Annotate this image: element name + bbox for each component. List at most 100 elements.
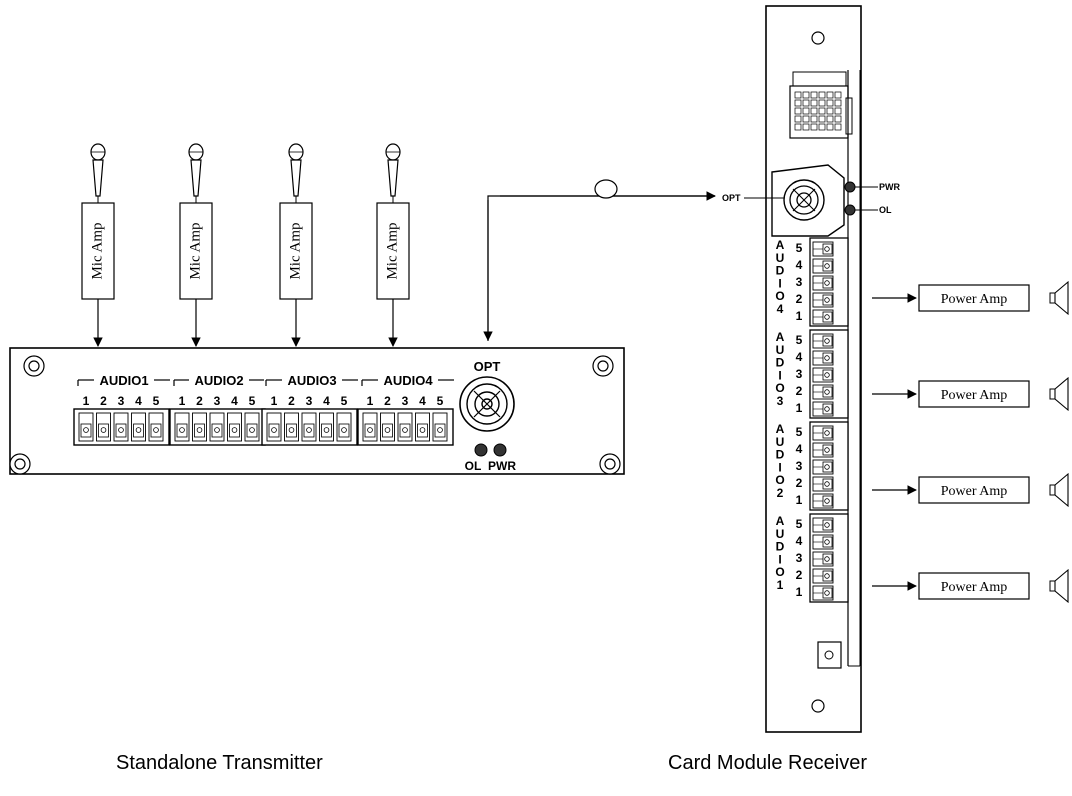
- transmitter-caption: Standalone Transmitter: [116, 752, 323, 774]
- transmitter-ol-label: OL: [465, 459, 482, 473]
- power-amp-label: Power Amp: [941, 292, 1008, 307]
- audio-group-label: AUDIO4: [383, 373, 433, 388]
- pin-number: 1: [83, 394, 90, 408]
- terminal-block: [169, 408, 266, 446]
- pin-number: 2: [100, 394, 107, 408]
- power-amp-box: [918, 572, 1030, 600]
- pin-number: 2: [796, 384, 803, 398]
- power-amp-box: [918, 380, 1030, 408]
- audio-group-letter: I: [778, 552, 781, 566]
- mic-channel-4: Mic Amp: [376, 143, 410, 347]
- pin-number: 4: [796, 350, 803, 364]
- receiver-caption: Card Module Receiver: [668, 752, 867, 774]
- pin-number: 4: [796, 258, 803, 272]
- audio-group-letter: I: [778, 368, 781, 382]
- pin-number: 5: [341, 394, 348, 408]
- mic-channel-2: Mic Amp: [179, 143, 213, 347]
- pin-number: 2: [288, 394, 295, 408]
- audio-group-letter: D: [776, 448, 785, 462]
- pin-number: 1: [796, 309, 803, 323]
- audio-group-label: AUDIO1: [99, 373, 148, 388]
- pin-number: 3: [796, 551, 803, 565]
- pin-number: 1: [796, 401, 803, 415]
- audio-group-letter: I: [778, 276, 781, 290]
- pin-number: 1: [367, 394, 374, 408]
- mic-channel-1: Mic Amp: [81, 143, 115, 347]
- pin-number: 5: [153, 394, 160, 408]
- receiver-edge-connector: [789, 71, 853, 139]
- output-channel-2: Power Amp: [872, 376, 1069, 412]
- output-channel-3: Power Amp: [872, 472, 1069, 508]
- audio-group-letter: I: [778, 460, 781, 474]
- pin-number: 2: [196, 394, 203, 408]
- fiber-link: [483, 179, 716, 341]
- audio-group-letter: D: [776, 540, 785, 554]
- mic-amp-label: Mic Amp: [187, 222, 203, 279]
- audio-group-label: AUDIO3: [287, 373, 336, 388]
- mic-amp-label: Mic Amp: [384, 222, 400, 279]
- receiver-ol-led: [844, 204, 856, 216]
- receiver-opt-connector: [771, 164, 845, 237]
- pin-number: 4: [231, 394, 238, 408]
- transmitter-ol-led: [474, 443, 488, 457]
- pin-number: 4: [323, 394, 330, 408]
- mic-amp-label: Mic Amp: [287, 222, 303, 279]
- audio-group-letter: U: [776, 527, 785, 541]
- audio-group-letter: 3: [777, 394, 784, 408]
- pin-number: 3: [796, 459, 803, 473]
- pin-number: 3: [796, 367, 803, 381]
- audio-group-letter: A: [776, 514, 785, 528]
- terminal-block: [73, 408, 170, 446]
- pin-number: 2: [796, 476, 803, 490]
- receiver-opt-label: OPT: [722, 193, 741, 203]
- mic-amp-label: Mic Amp: [89, 222, 105, 279]
- pin-number: 3: [214, 394, 221, 408]
- audio-group-letter: 4: [777, 302, 784, 316]
- speaker-icon: [1049, 568, 1069, 604]
- output-channel-1: Power Amp: [872, 280, 1069, 316]
- terminal-block: [261, 408, 358, 446]
- pin-number: 1: [179, 394, 186, 408]
- pin-number: 4: [135, 394, 142, 408]
- transmitter-pwr-led: [493, 443, 507, 457]
- pin-number: 4: [796, 534, 803, 548]
- microphone-icon: [385, 143, 401, 203]
- receiver-screw-bottom: [811, 699, 825, 713]
- transmitter-opt-label: OPT: [474, 359, 501, 374]
- mic-amp-box: [81, 202, 115, 300]
- microphone-chain: Mic Amp Mic Amp Mic Amp Mic Amp: [81, 143, 410, 347]
- mic-channel-3: Mic Amp: [279, 143, 313, 347]
- fiber-coil-marker: [594, 179, 618, 199]
- pin-number: 5: [796, 425, 803, 439]
- transmitter-opt-connector: [459, 376, 515, 432]
- pin-number: 5: [249, 394, 256, 408]
- power-amp-box: [918, 476, 1030, 504]
- audio-group-label: AUDIO2: [194, 373, 243, 388]
- audio-group-letter: D: [776, 356, 785, 370]
- pin-number: 2: [796, 568, 803, 582]
- mount-hole-top-left: [23, 355, 45, 377]
- audio-group-letter: U: [776, 343, 785, 357]
- power-amp-label: Power Amp: [941, 388, 1008, 403]
- audio-group-letter: A: [776, 238, 785, 252]
- audio-group-letter: 2: [777, 486, 784, 500]
- microphone-icon: [188, 143, 204, 203]
- mount-hole-bottom-right: [599, 453, 621, 475]
- audio-group-letter: U: [776, 251, 785, 265]
- mic-amp-box: [376, 202, 410, 300]
- audio-group-letter: O: [775, 565, 784, 579]
- audio-group-letter: U: [776, 435, 785, 449]
- pin-number: 3: [796, 275, 803, 289]
- speaker-icon: [1049, 280, 1069, 316]
- card-module-receiver: OPT PWR OL AUDIO454321AUDIO354321AUDIO25…: [722, 5, 900, 733]
- receiver-ol-label: OL: [879, 205, 892, 215]
